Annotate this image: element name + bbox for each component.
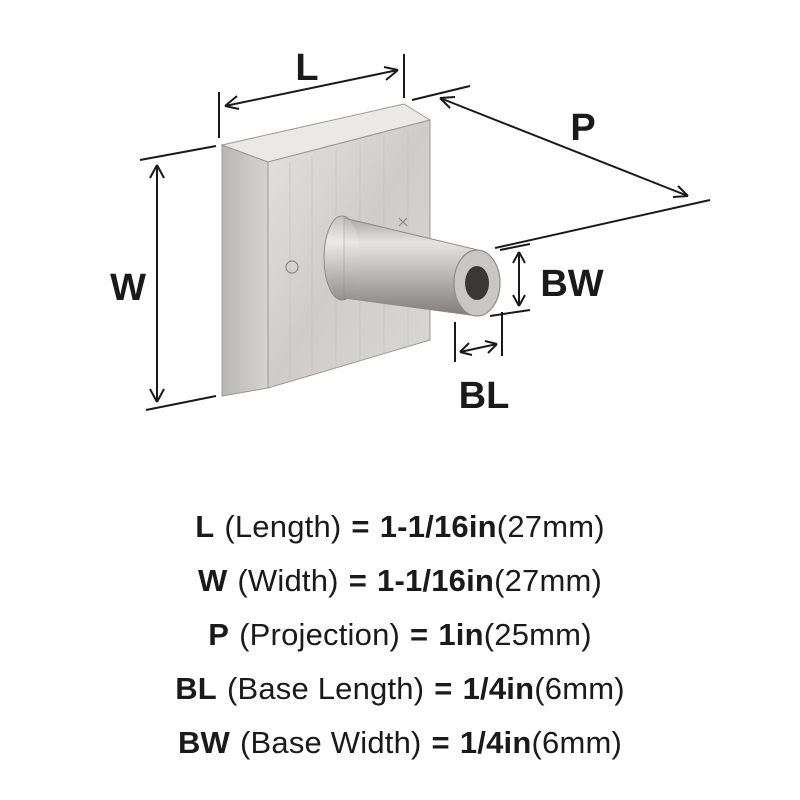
spec-equals: =	[431, 725, 450, 760]
spec-symbol: BW	[177, 725, 230, 760]
dimension-specs: L (Length) = 1-1/16in (27mm) W (Width) =…	[0, 500, 800, 770]
spec-row-projection: P (Projection) = 1in (25mm)	[0, 608, 800, 662]
label-base-length: BL	[459, 375, 510, 417]
spec-row-width: W (Width) = 1-1/16in (27mm)	[0, 554, 800, 608]
spec-equals: =	[351, 509, 370, 544]
label-projection: P	[570, 107, 595, 149]
spec-row-base-length: BL (Base Length) = 1/4in (6mm)	[0, 662, 800, 716]
spec-row-base-width: BW (Base Width) = 1/4in (6mm)	[0, 716, 800, 770]
post-end-hole	[465, 266, 489, 300]
label-base-width: BW	[540, 263, 603, 305]
spec-row-length: L (Length) = 1-1/16in (27mm)	[0, 500, 800, 554]
screw-mark-icon	[285, 260, 299, 274]
spec-imperial: 1/4in	[462, 671, 535, 706]
label-length: L	[295, 47, 318, 89]
spec-equals: =	[434, 671, 453, 706]
spec-name: (Width)	[237, 563, 339, 598]
label-width: W	[110, 267, 146, 309]
product-dimension-diagram: L P W BW BL	[110, 47, 711, 417]
spec-imperial: 1-1/16in	[377, 563, 495, 598]
spec-metric: (27mm)	[494, 563, 603, 598]
spec-imperial: 1-1/16in	[379, 509, 497, 544]
spec-imperial: 1in	[438, 617, 484, 652]
spec-imperial: 1/4in	[459, 725, 532, 760]
spec-symbol: L	[195, 509, 215, 544]
dimension-lines	[139, 54, 711, 411]
spec-symbol: P	[208, 617, 230, 652]
spec-name: (Projection)	[239, 617, 401, 652]
cross-mark-icon	[398, 217, 408, 227]
spec-symbol: BL	[175, 671, 217, 706]
spec-equals: =	[348, 563, 368, 598]
spec-metric: (6mm)	[531, 725, 623, 760]
spec-name: (Base Length)	[226, 671, 425, 706]
post-bumper	[323, 215, 501, 317]
spec-metric: (25mm)	[483, 617, 592, 652]
spec-name: (Length)	[224, 509, 342, 544]
spec-symbol: W	[197, 563, 228, 598]
spec-name: (Base Width)	[239, 725, 422, 760]
spec-equals: =	[410, 617, 429, 652]
spec-metric: (6mm)	[534, 671, 625, 706]
spec-metric: (27mm)	[496, 509, 605, 544]
